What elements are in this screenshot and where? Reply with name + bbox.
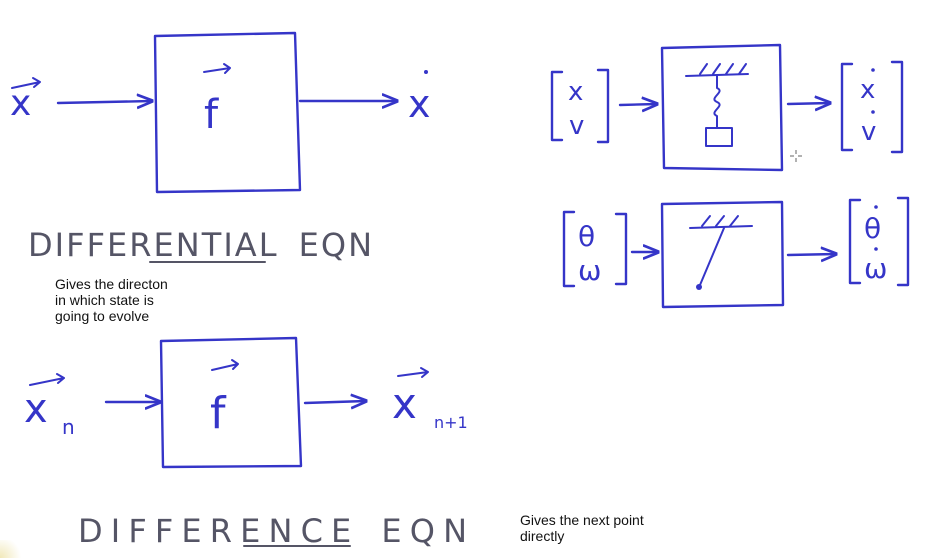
differential-equation-diagram: x f x DIFFERENTIAL EQN <box>10 31 431 264</box>
difference-function-symbol: f <box>210 359 239 439</box>
differential-eqn-label: DIFFERENTIAL EQN <box>28 226 378 264</box>
differential-input-arrow <box>56 101 152 103</box>
spring-mass-input-bottom: v <box>569 111 584 141</box>
difference-eqn-label: DIFFERENCE EQN <box>78 512 473 550</box>
difference-output-arrow <box>303 401 366 403</box>
pendulum-input-bottom: ω <box>578 254 601 287</box>
spring-mass-system-box <box>660 43 784 172</box>
differential-function-symbol: f <box>203 63 231 138</box>
pendulum-diagram: θ ω θ ω <box>562 196 910 309</box>
difference-label-suffix: EQN <box>381 512 473 550</box>
difference-output-label: x <box>392 379 417 428</box>
differential-label-underlined: ENTIAL <box>154 226 283 264</box>
pendulum-output-bottom: ω <box>864 252 887 285</box>
pendulum-output-top: θ <box>864 212 881 245</box>
pendulum-input-vector: θ ω <box>562 210 628 288</box>
corner-highlight <box>0 540 22 558</box>
spring-mass-output-top: x <box>860 75 875 105</box>
spring-mass-diagram: x v x v <box>550 43 904 172</box>
differential-function-box <box>153 31 302 194</box>
differential-function-label: f <box>204 92 219 138</box>
spring-mass-input-vector: x v <box>550 68 610 144</box>
difference-function-box <box>159 336 303 469</box>
differential-label-suffix: EQN <box>299 226 378 264</box>
spring-mass-output-bottom: v <box>861 117 876 147</box>
difference-output-subscript: n+1 <box>434 413 468 432</box>
difference-function-label: f <box>210 388 227 439</box>
differential-output-label: x <box>408 82 431 126</box>
differential-output-symbol: x <box>408 70 431 126</box>
differential-note: Gives the directon in which state is goi… <box>55 276 168 324</box>
differential-input-label: x <box>10 83 31 124</box>
pendulum-output-vector: θ ω <box>848 196 910 287</box>
difference-input-label: x <box>24 386 48 432</box>
differential-input-symbol: x <box>10 77 41 124</box>
differential-label-prefix: DIFFER <box>28 226 158 264</box>
difference-label-prefix: DIFFER <box>78 512 238 550</box>
difference-output-symbol: x n+1 <box>392 367 468 432</box>
difference-equation-diagram: x n f x n+1 DIFFERENCE EQN <box>24 336 473 550</box>
pendulum-system-box <box>660 200 785 309</box>
spring-mass-sketch <box>685 63 749 147</box>
pendulum-output-arrow <box>786 254 836 255</box>
pendulum-sketch <box>689 215 753 290</box>
crosshair-cursor-icon <box>790 150 802 162</box>
difference-label-underlined: ENCE <box>240 512 357 550</box>
spring-mass-output-vector: x v <box>840 60 904 154</box>
difference-note: Gives the next point directly <box>520 512 644 544</box>
spring-mass-output-arrow <box>786 103 830 104</box>
difference-input-subscript: n <box>62 415 75 439</box>
spring-mass-input-top: x <box>568 77 583 107</box>
pendulum-input-top: θ <box>578 220 595 253</box>
difference-input-symbol: x n <box>24 373 75 439</box>
spring-mass-input-arrow <box>618 104 657 105</box>
